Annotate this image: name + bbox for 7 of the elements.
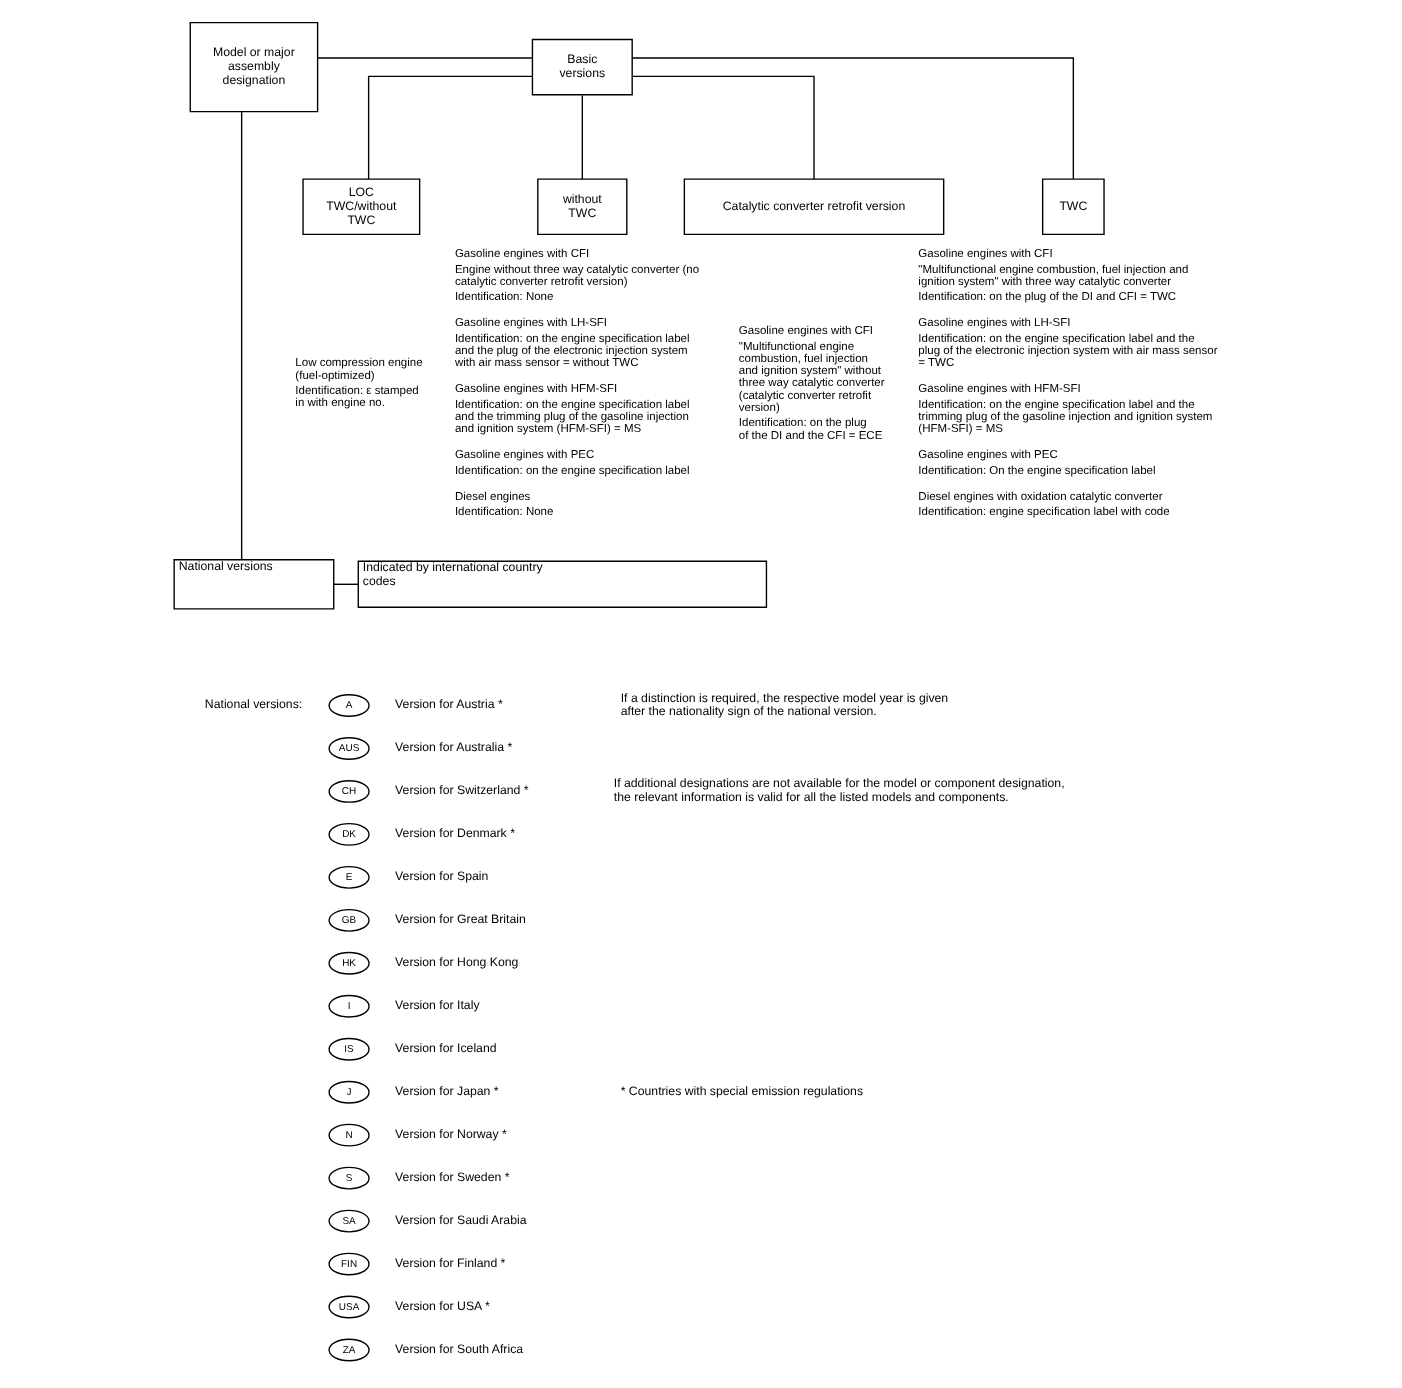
connector bbox=[315, 57, 532, 59]
connector bbox=[332, 583, 358, 585]
connector bbox=[366, 75, 532, 180]
connector bbox=[630, 57, 1074, 180]
connector bbox=[580, 94, 582, 180]
connector bbox=[630, 75, 814, 180]
connector bbox=[239, 111, 242, 561]
